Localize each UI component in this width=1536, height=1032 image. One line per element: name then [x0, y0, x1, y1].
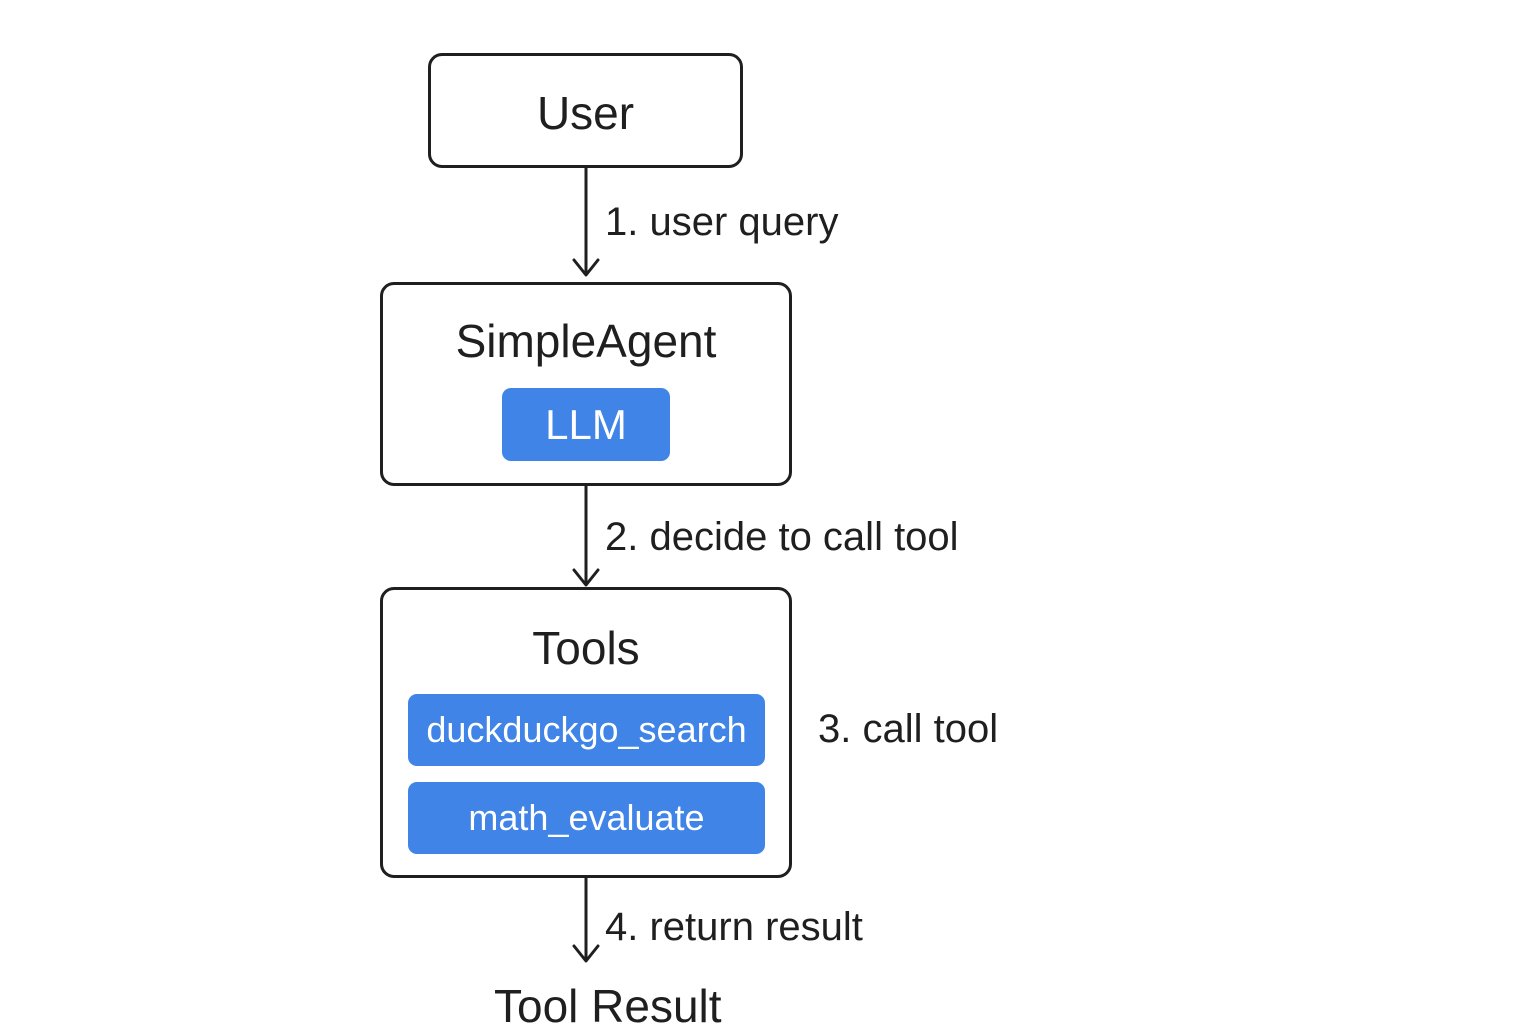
tool-chip-math-evaluate: math_evaluate: [408, 782, 765, 854]
arrow-tools-to-result: [572, 876, 600, 963]
step-label-decide-call-tool: 2. decide to call tool: [605, 515, 959, 559]
step-label-return-result: 4. return result: [605, 905, 863, 949]
arrow-agent-to-tools: [572, 484, 600, 587]
tools-node-title: Tools: [532, 622, 640, 674]
arrow-user-to-agent: [572, 166, 600, 277]
user-node-title: User: [536, 87, 635, 139]
user-node: User: [428, 53, 743, 168]
agent-node-title: SimpleAgent: [455, 315, 717, 367]
tools-node: Tools duckduckgo_search math_evaluate: [380, 587, 792, 878]
step-label-user-query: 1. user query: [605, 200, 839, 244]
tool-result-label: Tool Result: [494, 980, 722, 1032]
step-label-call-tool: 3. call tool: [818, 707, 999, 751]
tool-chip-duckduckgo-search: duckduckgo_search: [408, 694, 765, 766]
llm-chip: LLM: [502, 388, 670, 461]
agent-node: SimpleAgent LLM: [380, 282, 792, 486]
